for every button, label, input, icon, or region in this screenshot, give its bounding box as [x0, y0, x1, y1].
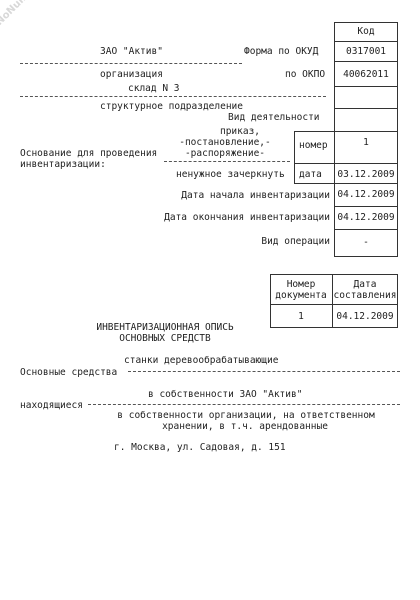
org-unit: склад N 3	[128, 83, 180, 94]
code-basis-number: 1	[363, 137, 369, 148]
basis-label-box	[294, 131, 335, 184]
doc-col-date-line1: Дата	[353, 279, 377, 290]
doc-table	[270, 274, 398, 328]
code-okud: 0317001	[345, 46, 387, 57]
assets-value: станки деревообрабатывающие	[124, 355, 279, 366]
activity-label: Вид деятельности	[228, 112, 320, 123]
basis-type-line2: -постановление,-	[179, 137, 271, 148]
watermark: NoNumber.ru	[0, 0, 54, 28]
location-label: находящиеся	[20, 400, 83, 411]
basis-type-line3: -распоряжение-	[184, 148, 266, 159]
code-start-date: 04.12.2009	[337, 189, 395, 200]
doc-title-line1: ИНВЕНТАРИЗАЦИОННАЯ ОПИСЬ	[96, 322, 234, 333]
operation-label: Вид операции	[261, 236, 330, 247]
address: г. Москва, ул. Садовая, д. 151	[114, 442, 286, 453]
assets-label: Основные средства	[20, 367, 118, 378]
strike-note: ненужное зачеркнуть	[176, 169, 285, 180]
basis-date-label: дата	[299, 169, 322, 180]
doc-title-line2: ОСНОВНЫХ СРЕДСТВ	[119, 333, 211, 344]
org-caption: организация	[100, 69, 163, 80]
okpo-label: по ОКПО	[285, 69, 326, 80]
org-name: ЗАО "Актив"	[100, 46, 163, 57]
basis-label-line1: Основание для проведения	[20, 148, 158, 159]
code-basis-date: 03.12.2009	[337, 169, 395, 180]
doc-col-date-line2: составления	[333, 290, 397, 301]
doc-number: 1	[298, 311, 304, 322]
location-value: в собственности ЗАО "Актив"	[148, 389, 303, 400]
start-date-label: Дата начала инвентаризации	[181, 190, 330, 201]
doc-col-number-line2: документа	[275, 290, 327, 301]
code-operation: -	[363, 237, 369, 248]
location-caption-line2: хранении, в т.ч. арендованные	[162, 421, 328, 432]
doc-date: 04.12.2009	[336, 311, 394, 322]
basis-label-line2: инвентаризации:	[20, 159, 106, 170]
end-date-label: Дата окончания инвентаризации	[164, 212, 330, 223]
doc-col-number-line1: Номер	[286, 279, 316, 290]
code-header: Код	[357, 26, 375, 37]
code-okpo: 40062011	[343, 69, 389, 80]
okud-label: Форма по ОКУД	[244, 46, 319, 57]
code-end-date: 04.12.2009	[337, 212, 395, 223]
location-caption-line1: в собственности организации, на ответств…	[117, 410, 375, 421]
basis-number-label: номер	[299, 140, 328, 151]
basis-type-line1: приказ,	[219, 126, 261, 137]
unit-caption: структурное подразделение	[100, 101, 243, 112]
